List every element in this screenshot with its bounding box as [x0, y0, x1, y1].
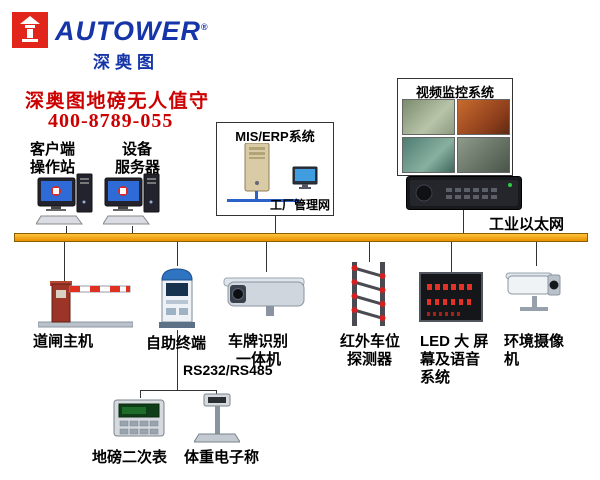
- envcam-label-2: 机: [504, 351, 520, 368]
- infrared-label-1: 红外车位: [340, 333, 401, 350]
- lpr-label-1: 车牌识别: [228, 333, 289, 350]
- mis-erp-title: MIS/ERP系统: [235, 129, 315, 144]
- serial-line: [140, 390, 217, 391]
- connector-line: [64, 242, 65, 283]
- device-server-icon: [103, 173, 160, 225]
- autower-logo: AUTOWER® 深奥图: [12, 12, 209, 73]
- connector-line: [132, 226, 133, 233]
- led-display-icon: [419, 272, 483, 322]
- kiosk-icon: [159, 268, 195, 328]
- client-station-label-1: 客户端: [30, 141, 76, 158]
- serial-line: [216, 390, 217, 394]
- indicator-label: 地磅二次表: [92, 449, 168, 466]
- connector-line: [266, 242, 267, 272]
- dvr-unit-icon: [406, 176, 522, 210]
- connector-line: [275, 216, 276, 233]
- electronic-scale-icon: [194, 393, 240, 443]
- device-server-label-1: 设备: [122, 141, 153, 158]
- industrial-ethernet-bus: [14, 233, 588, 242]
- lpr-label-2: 一体机: [236, 351, 282, 368]
- envcam-label-1: 环境摄像: [504, 333, 565, 350]
- connector-line: [66, 226, 67, 233]
- connector-line: [369, 242, 370, 262]
- logo-text: AUTOWER® 深奥图: [55, 12, 209, 73]
- serial-line: [140, 390, 141, 398]
- client-station-label-2: 操作站: [30, 159, 76, 176]
- kiosk-label: 自助终端: [146, 335, 207, 352]
- brand-name-chinese: 深奥图: [93, 53, 159, 72]
- device-server-label-2: 服务器: [115, 159, 161, 176]
- scale-label: 体重电子称: [184, 449, 260, 466]
- phone-number: 400-8789-055: [48, 110, 174, 132]
- serial-protocol-label: RS232/RS485: [183, 362, 273, 378]
- surveillance-thumbnail: [402, 99, 455, 135]
- led-label-2: 幕及语音: [420, 351, 481, 368]
- video-surveillance-title: 视频监控系统: [415, 85, 494, 100]
- barrier-label: 道闸主机: [33, 333, 94, 350]
- led-label-1: LED 大 屏: [420, 333, 489, 350]
- infrared-label-2: 探测器: [347, 351, 393, 368]
- autower-logo-mark-icon: [12, 12, 48, 48]
- led-label-3: 系统: [420, 369, 451, 386]
- surveillance-thumbnails: [402, 99, 510, 173]
- page-title: 深奥图地磅无人值守: [25, 91, 210, 112]
- connector-line: [536, 242, 537, 266]
- surveillance-thumbnail: [457, 137, 510, 173]
- surveillance-thumbnail: [402, 137, 455, 173]
- serial-line: [177, 330, 178, 390]
- infrared-detector-icon: [351, 262, 386, 326]
- surveillance-thumbnail: [457, 99, 510, 135]
- mis-erp-box: MIS/ERP系统 工厂管理网: [216, 122, 334, 216]
- weighbridge-indicator-icon: [113, 399, 165, 437]
- environment-camera-icon: [505, 272, 561, 311]
- connector-line: [177, 242, 178, 266]
- lpr-camera-icon: [223, 277, 305, 316]
- connector-line: [463, 210, 464, 233]
- barrier-gate-icon: [38, 281, 133, 328]
- mis-server-icon: [227, 143, 318, 202]
- video-surveillance-box: 视频监控系统: [397, 78, 513, 176]
- client-workstation-icon: [36, 173, 93, 225]
- bus-label: 工业以太网: [489, 216, 565, 233]
- factory-network-label: 工厂管理网: [269, 198, 330, 212]
- registered-mark: ®: [201, 22, 209, 32]
- brand-name: AUTOWER®: [55, 16, 209, 46]
- connector-line: [451, 242, 452, 272]
